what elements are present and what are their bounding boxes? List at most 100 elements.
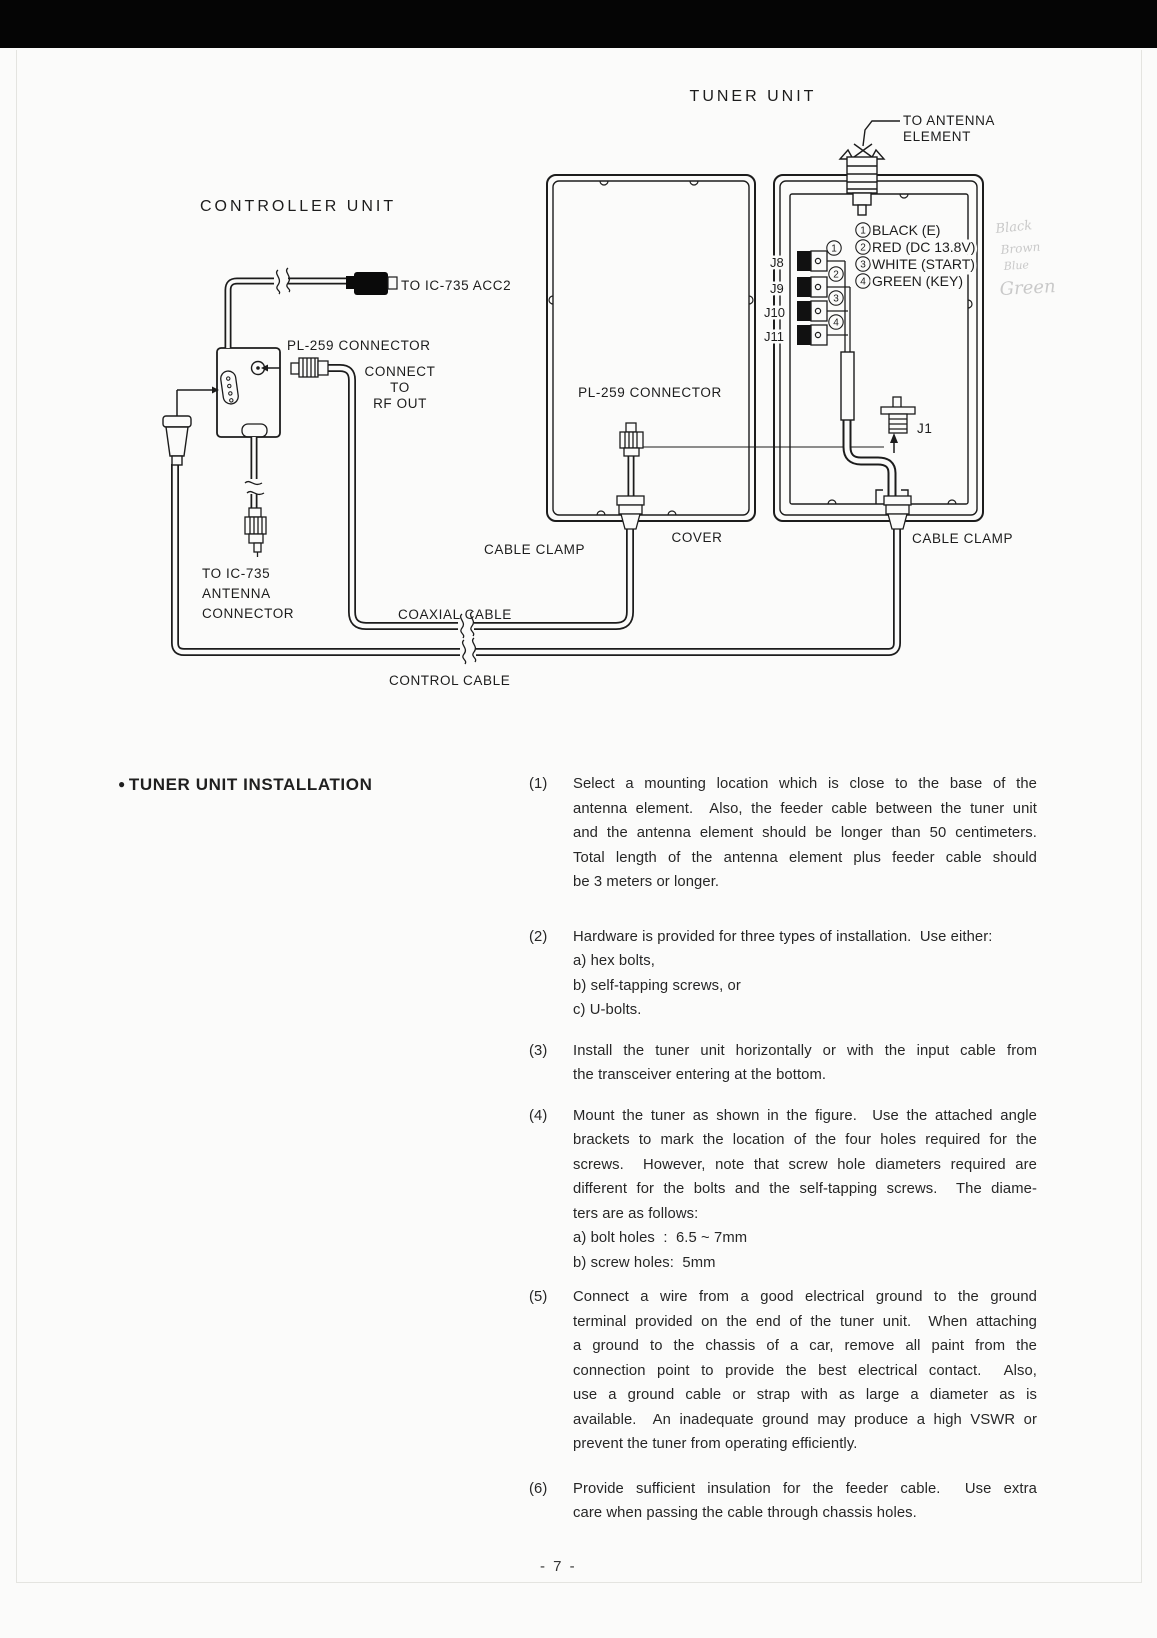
control-cable-path: [171, 464, 901, 656]
handwriting-brown: Brown: [999, 240, 1041, 258]
section-heading: ●TUNER UNIT INSTALLATION: [118, 772, 372, 797]
jack-wires: [827, 260, 855, 421]
item-number: (4): [529, 1107, 548, 1124]
item-line: terminal provided on the end of the tune…: [573, 1313, 1037, 1330]
handwriting-blue: Blue: [1002, 258, 1030, 273]
wire-number-circles: 1 2 3 4: [826, 240, 844, 330]
item-number: (5): [529, 1289, 548, 1305]
item-line: care when passing the cable through chas…: [573, 1505, 917, 1521]
pl259-connector-label-controller: PL-259 CONNECTOR: [287, 338, 431, 353]
wire-circle-4: 4: [833, 318, 839, 329]
wire-label-green: GREEN (KEY): [872, 273, 963, 289]
wire-label-white: WHITE (START): [872, 256, 975, 272]
jack-j8: [797, 250, 828, 272]
item-line: a ground to the chassis of a car, remove…: [573, 1338, 1037, 1354]
item-line: screws. However, note that screw hole di…: [573, 1156, 1037, 1173]
item-sub-line: a) hex bolts,: [573, 953, 655, 969]
controller-acc2-plug: [346, 272, 398, 295]
jack-label-j8: J8: [770, 255, 784, 270]
molded-plug: [162, 415, 192, 466]
to-ic735-antenna-line1: TO IC-735: [202, 566, 270, 581]
cable-clamp-right-part: [883, 495, 912, 530]
instruction-list: (1) Select a mounting location which is c…: [529, 772, 1037, 1526]
jack-label-j9: J9: [770, 281, 784, 296]
item-line: brackets to mark the location of the fou…: [573, 1132, 1037, 1148]
cable-clamp-left-part: [616, 495, 645, 530]
item-line: the transceiver entering at the bottom.: [573, 1067, 827, 1083]
tuner-box: [773, 174, 984, 522]
pl259-connector-label-cover: PL-259 CONNECTOR: [578, 385, 722, 400]
item-line: different for the bolts and the self-tap…: [573, 1181, 1037, 1197]
tuner-internal-cable: [842, 418, 897, 500]
page-edge-left: [16, 50, 17, 1582]
item-number: (6): [529, 1480, 548, 1497]
connect-to-rf-out-line2: TO: [390, 380, 410, 395]
wire-label-black: BLACK (E): [872, 222, 940, 238]
item-line: Hardware is provided for three types of …: [573, 928, 993, 945]
item-line: Total length of the antenna element plus…: [573, 849, 1037, 866]
j1-label: J1: [917, 421, 932, 436]
instruction-item: (1) Select a mounting location which is c…: [529, 772, 1037, 895]
item-sub-line: b) screw holes: 5mm: [573, 1254, 716, 1271]
item-line: use a ground cable or strap with as larg…: [573, 1387, 1037, 1403]
controller-rf-jack: [250, 360, 280, 376]
connect-to-rf-out-line3: RF OUT: [373, 396, 427, 411]
handwriting-black: Black: [994, 218, 1033, 237]
item-line: Install the tuner unit horizontally or w…: [573, 1042, 1037, 1059]
item-line: available. An inadequate ground may prod…: [573, 1411, 1037, 1428]
to-antenna-element-label-line2: ELEMENT: [903, 129, 971, 144]
item-line: antenna element. Also, the feeder cable …: [573, 800, 1037, 817]
jack-label-j11: J11: [764, 329, 784, 344]
wire-label-red: RED (DC 13.8V): [872, 239, 975, 255]
item-line: Select a mounting location which is clos…: [573, 776, 1037, 792]
instruction-item: (4) Mount the tuner as shown in the figur…: [529, 1104, 1037, 1276]
controller-top-cable: [224, 277, 348, 348]
jack-labels: J8 J9 J10 J11: [762, 253, 788, 347]
item-sub-line: b) self-tapping screws, or: [573, 977, 741, 994]
wire-circle-3: 3: [833, 294, 839, 305]
wire-legend: 1 2 3 4 BLACK (E) RED (DC 13.8V) WHITE (…: [855, 220, 978, 292]
cover-pl259-connector: [619, 422, 644, 457]
cover-box: [546, 174, 756, 522]
jack-j9: [797, 276, 828, 298]
instruction-item: (2)Hardware is provided for three types …: [529, 925, 1037, 1023]
to-ic735-antenna-line2: ANTENNA: [202, 586, 271, 601]
lower-pl259-connector: [244, 507, 267, 557]
to-ic735-antenna-line3: CONNECTOR: [202, 606, 294, 621]
item-sub-line: c) U-bolts.: [573, 1002, 642, 1018]
item-line: be 3 meters or longer.: [573, 874, 720, 890]
handwritten-notes: Black Brown Blue Green: [994, 218, 1056, 300]
cable-clamp-right-label: CABLE CLAMP: [912, 531, 1013, 546]
item-body: Provide sufficient insulation for the fe…: [573, 1477, 1037, 1526]
heading-bullet-icon: ●: [118, 777, 126, 791]
item-body: Select a mounting location which is clos…: [573, 772, 1037, 895]
item-line: prevent the tuner from operating efficie…: [573, 1436, 858, 1452]
controller-pl259-plug: [290, 357, 329, 378]
section-heading-text: TUNER UNIT INSTALLATION: [128, 775, 373, 794]
item-number: (1): [529, 776, 548, 792]
controller-unit-title: CONTROLLER UNIT: [200, 198, 396, 215]
coaxial-cable-path: [328, 364, 634, 630]
legend-circle-1: 1: [860, 226, 866, 237]
item-number: (3): [529, 1042, 548, 1059]
tuner-unit-title: TUNER UNIT: [690, 88, 817, 105]
controller-4pin-socket: [220, 370, 239, 405]
page-edge-right: [1141, 50, 1142, 1582]
item-line: Mount the tuner as shown in the figure. …: [573, 1107, 1037, 1124]
instruction-item: (5)Connect a wire from a good electrical…: [529, 1285, 1037, 1457]
legend-circle-4: 4: [860, 277, 866, 288]
item-body: Install the tuner unit horizontally or w…: [573, 1039, 1037, 1088]
wire-circle-1: 1: [831, 244, 837, 255]
antenna-terminal: [838, 120, 900, 216]
instruction-item: (6) Provide sufficient insulation for the…: [529, 1477, 1037, 1526]
jack-j11: [797, 324, 828, 346]
handwriting-green: Green: [999, 276, 1056, 300]
to-ic735-acc2-label: TO IC-735 ACC2: [401, 278, 511, 293]
legend-circle-2: 2: [860, 243, 866, 254]
scan-top-bar: [0, 0, 1157, 48]
item-sub-line: a) bolt holes : 6.5 ~ 7mm: [573, 1230, 748, 1246]
item-line: and the antenna element should be longer…: [573, 825, 1037, 841]
to-antenna-element-label-line1: TO ANTENNA: [903, 113, 995, 128]
jack-j10: [797, 300, 828, 322]
cable-break-marks: [244, 267, 477, 665]
